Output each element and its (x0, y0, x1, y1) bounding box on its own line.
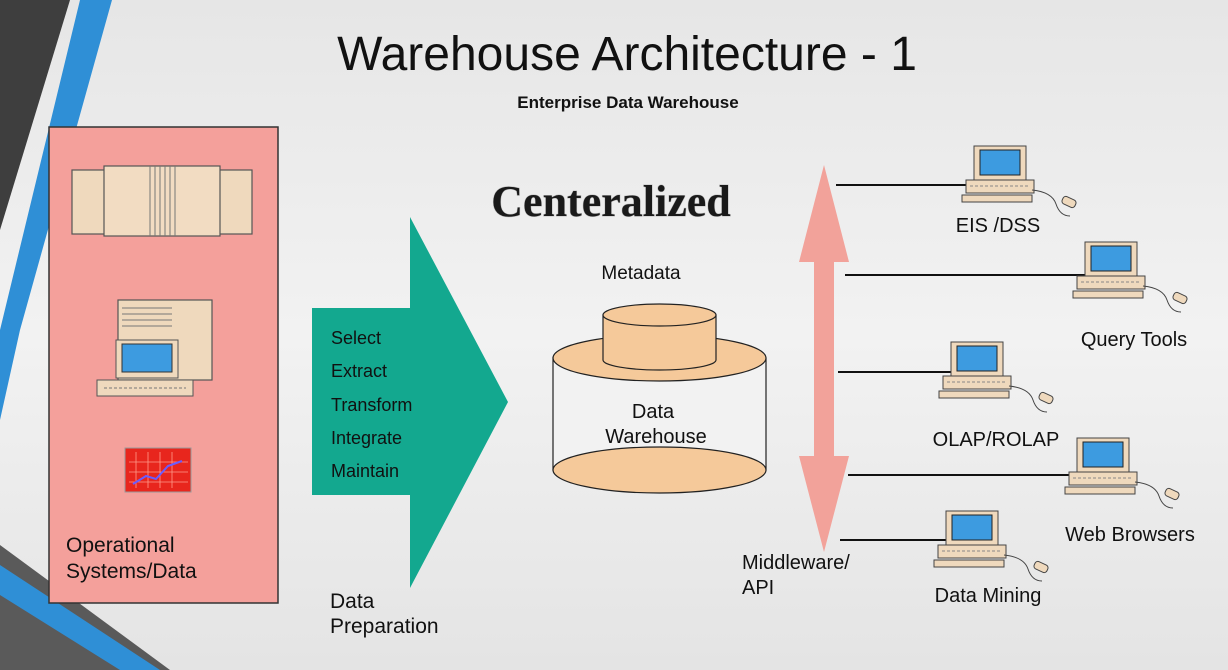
tool-label-query-tools: Query Tools (1081, 329, 1187, 351)
server-computer-icon (96, 299, 213, 397)
operational-systems-panel: Operational Systems/Data (48, 126, 279, 604)
mainframe-icon (71, 165, 253, 237)
warehouse-bottom (552, 446, 767, 494)
slide-title: Warehouse Architecture - 1 (337, 28, 917, 81)
prep-step: Extract (331, 361, 387, 381)
workstation-icon (1064, 437, 1180, 509)
tool-label-web-browsers: Web Browsers (1065, 524, 1195, 546)
warehouse-label-line2: Warehouse (605, 426, 707, 448)
prep-label-line2: Preparation (330, 615, 439, 638)
middleware-double-arrow (799, 165, 849, 552)
source-label-line1: Operational (66, 534, 175, 557)
prep-label-line1: Data (330, 590, 375, 613)
source-label-line2: Systems/Data (66, 560, 197, 583)
workstation-icon (961, 145, 1077, 217)
warehouse-label-line1: Data (632, 401, 675, 423)
workstation-icon (1072, 241, 1188, 313)
centralized-heading: Centeralized (491, 177, 730, 226)
middleware-label-line2: API (742, 577, 774, 599)
middleware-label-line1: Middleware/ (742, 552, 850, 574)
prep-step: Integrate (331, 428, 402, 448)
prep-step: Transform (331, 395, 412, 415)
prep-step: Maintain (331, 461, 399, 481)
prep-step: Select (331, 328, 381, 348)
slide-subtitle: Enterprise Data Warehouse (517, 93, 738, 112)
chart-icon (124, 447, 192, 493)
tool-label-data-mining: Data Mining (935, 585, 1042, 607)
data-warehouse-cylinder: Metadata Data Warehouse (552, 263, 767, 494)
workstation-icon (933, 510, 1049, 582)
prep-arrow-shape (312, 217, 508, 588)
connector-lines (836, 184, 1095, 541)
decorative-stripes (0, 0, 170, 670)
tool-label-eis-dss: EIS /DSS (956, 215, 1040, 237)
workstation-icon (938, 341, 1054, 413)
metadata-cylinder (602, 303, 717, 327)
data-preparation-arrow: Select Extract Transform Integrate Maint… (312, 217, 508, 638)
tool-label-olap-rolap: OLAP/ROLAP (933, 429, 1060, 451)
metadata-label: Metadata (601, 263, 681, 284)
middleware-arrow: Middleware/ API (742, 165, 850, 599)
workstation-icons (933, 145, 1188, 582)
